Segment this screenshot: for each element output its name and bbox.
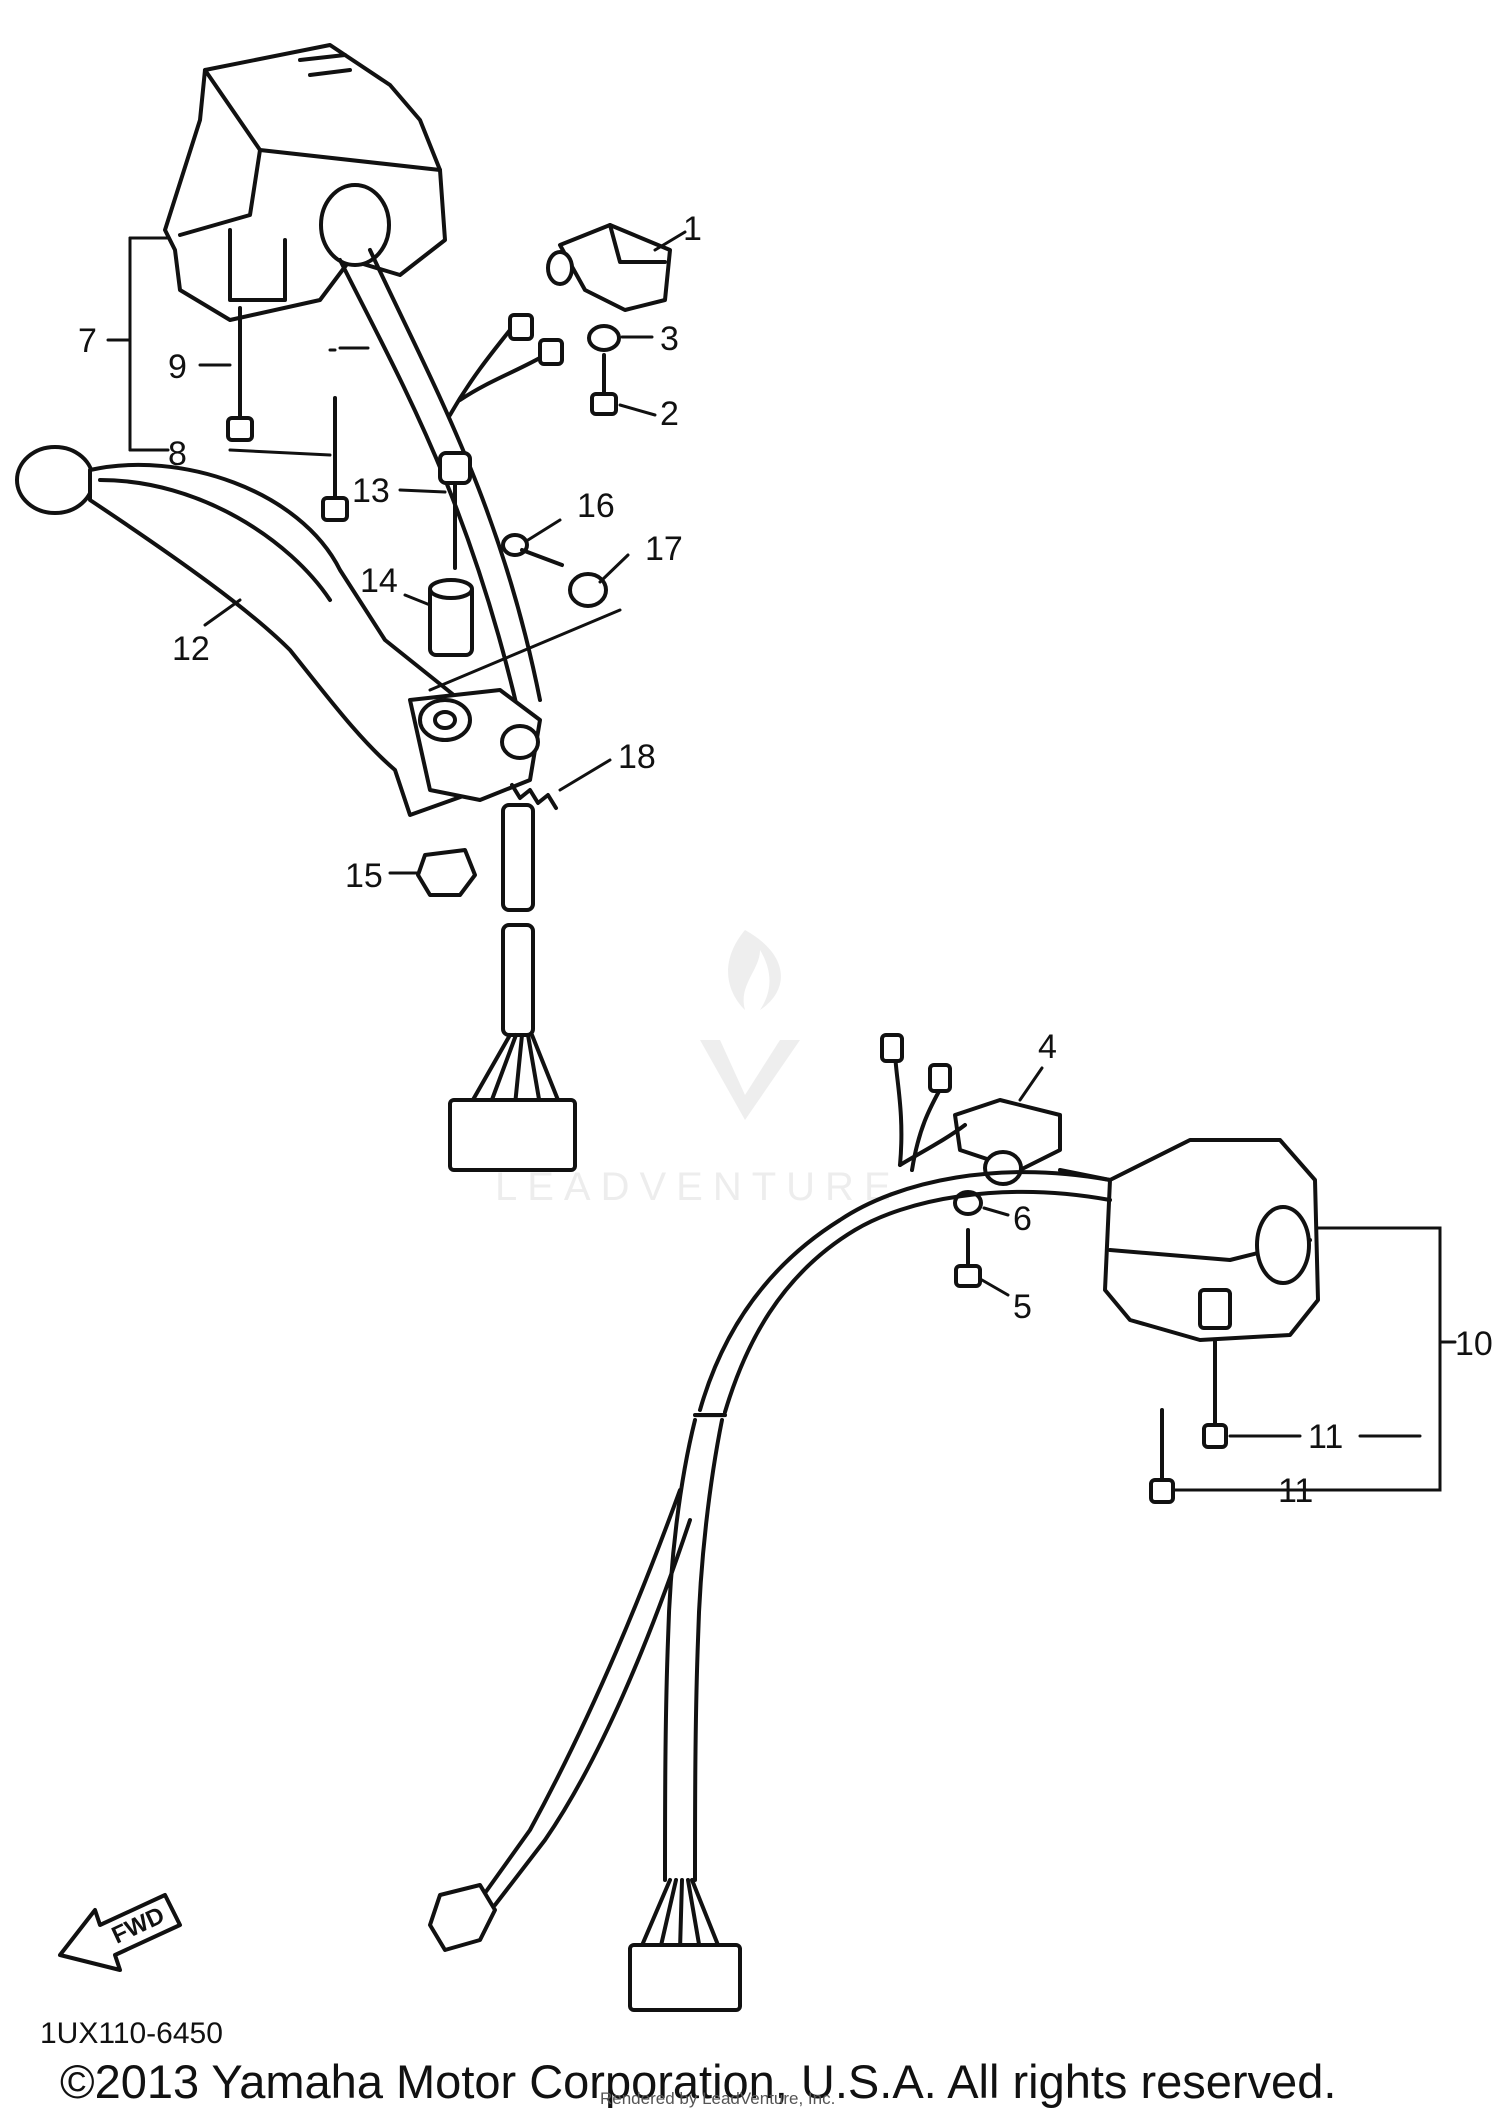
callout-17: 17: [645, 530, 683, 568]
screw-5: [954, 1228, 982, 1288]
callout-9: 9: [168, 348, 187, 386]
left-switch-cable: [338, 258, 522, 722]
brake-switch: [880, 1033, 1062, 1186]
callout-16: 16: [577, 487, 615, 525]
callout-14: 14: [360, 562, 398, 600]
copyright-notice: ©2013 Yamaha Motor Corporation, U.S.A. A…: [60, 2055, 1336, 2108]
lever-holder: [408, 688, 542, 802]
housing-screw-9: [226, 306, 254, 442]
callout-1: 1: [683, 210, 702, 248]
callout-13: 13: [352, 472, 390, 510]
callout-10: 10: [1455, 1325, 1493, 1363]
nut-17: [568, 572, 608, 608]
clutch-switch: [546, 223, 672, 312]
callout-2: 2: [660, 395, 679, 433]
housing-screw-8: [321, 396, 349, 522]
callout-8: 8: [168, 435, 187, 473]
callout-leaders: [106, 230, 1457, 1492]
callout-6: 6: [1013, 1200, 1032, 1238]
callout-3: 3: [660, 320, 679, 358]
bolt-16: [501, 533, 564, 567]
callout-4: 4: [1038, 1028, 1057, 1066]
right-harness-cable: [478, 1168, 1112, 1907]
left-switch-housing: [163, 43, 447, 322]
fwd-arrow: FWD: [58, 1893, 182, 1972]
right-harness-connectors: [428, 1878, 742, 2012]
right-switch-housing: [1103, 1138, 1320, 1342]
pivot-bolt: [438, 451, 472, 570]
washer: [587, 324, 621, 352]
clutch-lever: [15, 445, 482, 817]
callout-5: 5: [1013, 1288, 1032, 1326]
left-wire-leads: [448, 313, 564, 417]
collar: [428, 578, 474, 657]
watermark: LEADVENTURE: [495, 930, 901, 1209]
callout-7: 7: [78, 322, 97, 360]
watermark-text: LEADVENTURE: [495, 1165, 901, 1209]
diagram-code: 1UX110-6450: [40, 2017, 223, 2050]
screw-2: [590, 353, 618, 416]
left-harness-connector: [448, 803, 577, 1172]
callout-11-lower: 11: [1278, 1472, 1313, 1510]
callout-15: 15: [345, 857, 383, 895]
housing-screws-11: [1149, 1338, 1228, 1504]
spring: [510, 783, 558, 810]
adjuster-nut: [416, 848, 477, 897]
rendered-by: Rendered by LeadVenture, Inc.: [600, 2089, 835, 2108]
callout-11-upper: 11: [1308, 1418, 1343, 1456]
callout-12: 12: [172, 630, 210, 668]
callout-18: 18: [618, 738, 656, 776]
